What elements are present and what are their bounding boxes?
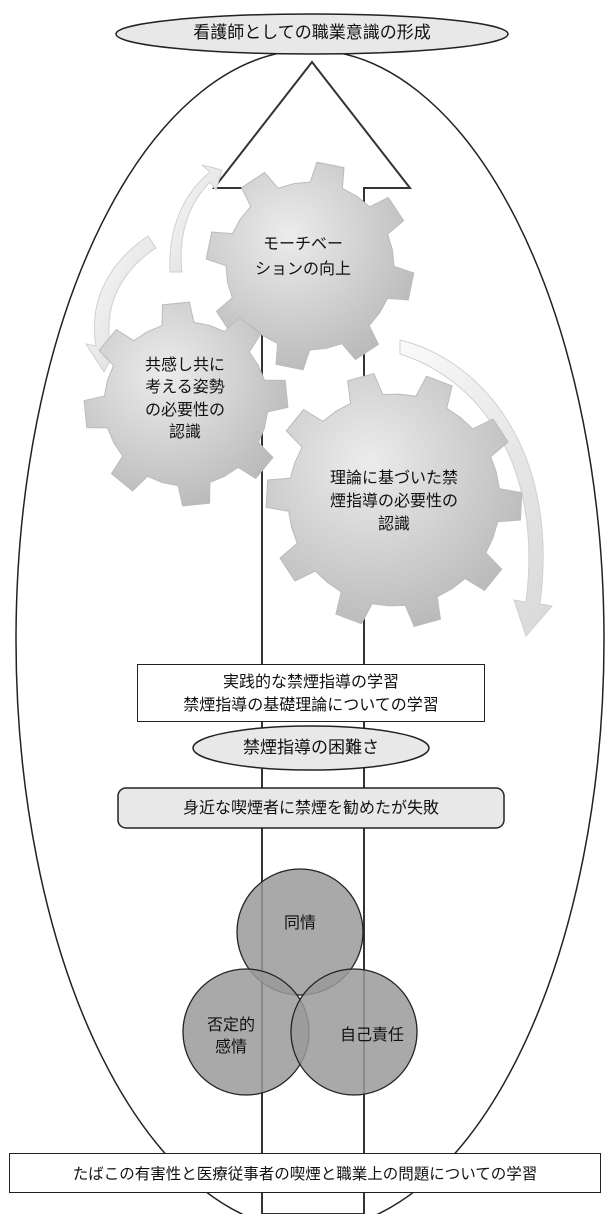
venn-label-right: 自己責任 [339,1025,404,1044]
gear-label-empathy: 共感し共に 考える姿勢 の必要性の 認識 [110,354,260,444]
gear-motivation-line-2: ションの向上 [254,258,351,278]
venn-circle-top [236,868,364,996]
gear-empathy-line-3: の必要性の [144,399,225,419]
gear-empathy-line-2: 考える姿勢 [145,377,225,397]
top-goal-label: 看護師としての職業意識の形成 [193,23,431,43]
gear-theory [265,373,523,627]
bottom-box: たばこの有害性と医療従事者の喫煙と職業上の問題についての学習 [9,1153,601,1193]
failure-label: 身近な喫煙者に禁煙を勧めたが失敗 [182,798,439,817]
learning-line-1: 実践的な禁煙指導の学習 [222,671,399,691]
learning-line-2: 禁煙指導の基礎理論についての学習 [183,695,439,714]
venn-left-line-1: 否定的 [206,1015,255,1034]
gear-theory-line-2: 煙指導の必要性の [329,491,458,511]
venn-circle-right [290,968,418,1096]
gear-theory-line-1: 理論に基づいた禁 [329,468,458,487]
venn-label-top: 同情 [283,913,316,932]
gear-label-theory: 理論に基づいた禁 煙指導の必要性の 認識 [304,466,484,536]
gear-theory-line-3: 認識 [377,514,410,534]
curved-arrow-right [399,339,553,637]
gear-layer [83,161,523,627]
venn-left-line-2: 感情 [214,1036,247,1056]
failure-box [117,787,505,829]
difficulty-label: 禁煙指導の困難さ [243,738,379,758]
gear-motivation-line-1: モーチベー [262,234,343,253]
curved-arrow-left [84,235,157,373]
venn-label-left: 否定的 感情 [186,1014,276,1057]
gear-empathy-line-1: 共感し共に [144,355,225,374]
difficulty-ellipse [192,725,430,771]
gear-motivation [205,161,415,371]
gear-empathy [83,301,289,507]
gear-label-motivation: モーチベー ションの向上 [228,232,378,282]
curved-arrow-top-left [169,164,223,273]
top-goal-ellipse [115,13,509,55]
learning-box: 実践的な禁煙指導の学習 禁煙指導の基礎理論についての学習 [137,664,485,722]
gear-empathy-line-4: 認識 [168,422,201,442]
